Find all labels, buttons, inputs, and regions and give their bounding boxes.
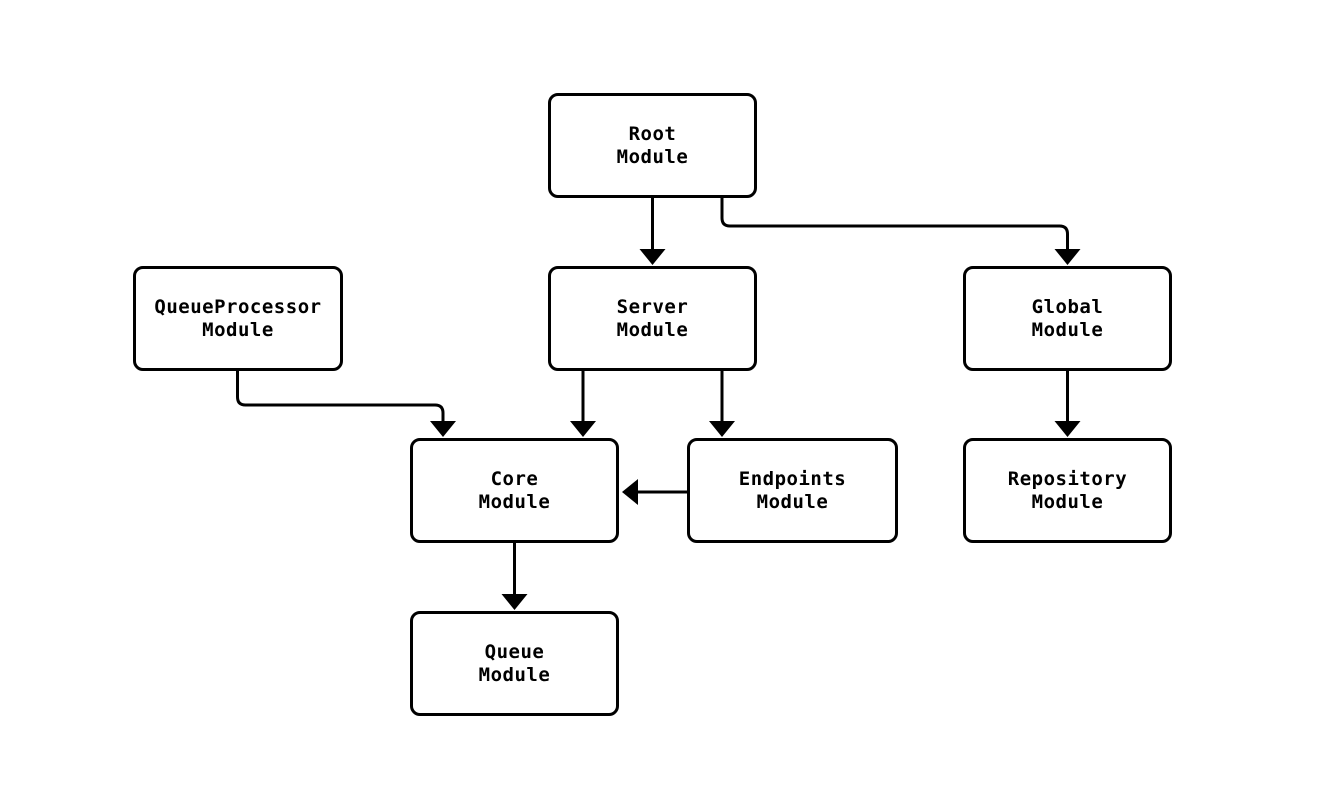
node-label-line: Module xyxy=(1031,318,1104,341)
node-label-line: Repository xyxy=(1007,467,1128,490)
node-label-line: Module xyxy=(202,318,274,341)
node-label-line: QueueProcessor xyxy=(154,295,322,318)
node-label-line: Module xyxy=(616,145,689,168)
arrowhead-root-to-server xyxy=(639,249,666,265)
arrowhead-root-to-global xyxy=(1054,249,1081,265)
node-label-line: Module xyxy=(478,490,551,513)
node-label-line: Module xyxy=(478,663,551,686)
arrowhead-queue-processor-to-core xyxy=(430,421,456,437)
node-label-line: Server xyxy=(616,295,689,318)
node-label-line: Endpoints xyxy=(738,467,847,490)
node-label-line: Module xyxy=(756,490,829,513)
arrowhead-global-to-repository xyxy=(1054,421,1081,437)
arrowhead-server-to-core xyxy=(570,421,596,437)
node-label-line: Core xyxy=(490,467,539,490)
edge-root-to-global xyxy=(720,198,1069,251)
node-label-line: Module xyxy=(616,318,689,341)
node-label-line: Queue xyxy=(484,640,545,663)
node-label-line: Global xyxy=(1031,295,1104,318)
arrowhead-server-to-endpoints xyxy=(709,421,735,437)
edge-queue-processor-to-core xyxy=(236,371,445,423)
arrowhead-core-to-queue xyxy=(501,594,528,610)
arrowhead-endpoints-to-core xyxy=(622,479,638,505)
node-label-line: Root xyxy=(628,122,677,145)
node-label-line: Module xyxy=(1031,490,1104,513)
